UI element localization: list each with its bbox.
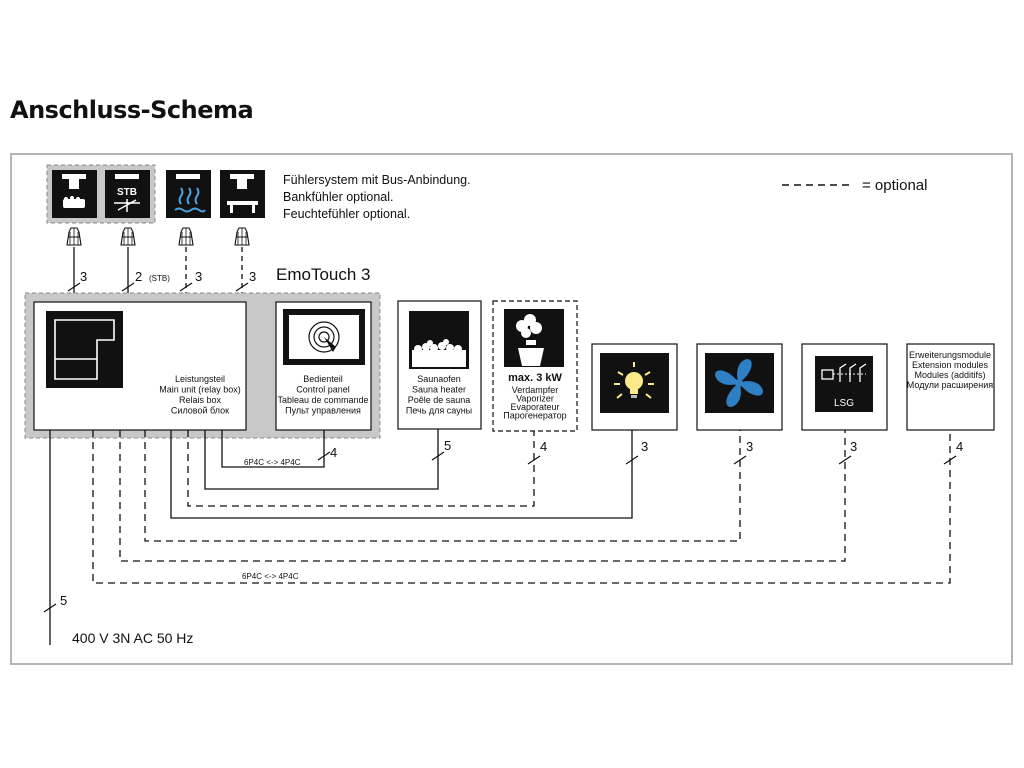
fan-icon <box>705 353 774 413</box>
control-panel-label-1: Bedienteil <box>303 374 343 384</box>
stb-suffix: (STB) <box>149 274 170 283</box>
cables <box>49 429 951 645</box>
sensor-plug-1 <box>66 227 82 246</box>
extension-adapter-label: 6P4C <-> 4P4C <box>242 572 299 581</box>
light-bulb-icon <box>600 353 669 413</box>
cable-heater <box>204 429 439 490</box>
control-panel-label-3: Tableau de commande <box>277 395 368 405</box>
main-unit-label-4: Силовой блок <box>171 406 229 416</box>
control-panel-label-2: Control panel <box>296 385 350 395</box>
sensor-plug-2 <box>120 227 136 246</box>
sensor-plug-3 <box>178 227 194 246</box>
wire-count-lsg: 3 <box>850 439 857 454</box>
wire-count-control-panel: 4 <box>330 445 337 460</box>
legend-label: = optional <box>862 177 927 194</box>
main-unit-label-2: Main unit (relay box) <box>159 385 241 395</box>
wire-count-light: 3 <box>641 439 648 454</box>
wire-count-vaporizer: 4 <box>540 439 547 454</box>
extension-label-4: Модули расширения <box>907 380 994 390</box>
extension-label-1: Erweiterungsmodule <box>909 350 991 360</box>
extension-module-box <box>906 343 995 431</box>
wire-count-power: 5 <box>60 593 67 608</box>
humidity-sensor-icon <box>166 170 211 218</box>
main-unit-label-1: Leistungsteil <box>175 374 225 384</box>
sensor-note-line2: Bankfühler optional. <box>283 190 394 204</box>
stb-sensor-icon: STB <box>105 170 150 218</box>
lsg-label: LSG <box>834 398 854 409</box>
cable-lsg <box>119 430 846 562</box>
diagram-frame <box>10 153 1013 665</box>
control-panel-label-4: Пульт управления <box>285 406 361 416</box>
cable-vaporizer <box>187 430 535 507</box>
vaporizer-label-4: Парогенератор <box>503 411 566 421</box>
stb-label: STB <box>117 187 137 198</box>
sensor-plug-4 <box>234 227 250 246</box>
cable-extension <box>92 430 951 584</box>
vaporizer-power: max. 3 kW <box>508 372 562 384</box>
panel-adapter-label: 6P4C <-> 4P4C <box>244 458 301 467</box>
relay-switch-icon <box>815 356 873 412</box>
sauna-heater-label-4: Печь для сауны <box>406 406 472 416</box>
power-supply-label: 400 V 3N AC 50 Hz <box>72 630 193 646</box>
cable-fan <box>144 430 741 542</box>
temperature-sensor-icon <box>52 170 97 218</box>
extension-label-3: Modules (additifs) <box>914 370 985 380</box>
extension-label-2: Extension modules <box>912 360 989 370</box>
main-unit-label-3: Relais box <box>179 395 222 405</box>
sensor-wire-count-4: 3 <box>249 269 256 284</box>
sensor-wire-count-3: 3 <box>195 269 202 284</box>
cable-control-panel <box>221 430 325 468</box>
sensor-note-line1: Fühlersystem mit Bus-Anbindung. <box>283 173 471 187</box>
wire-count-extension: 4 <box>956 439 963 454</box>
wire-count-heater: 5 <box>444 438 451 453</box>
page-title: Anschluss-Schema <box>10 96 254 124</box>
vaporizer-label-1: Verdampfer <box>512 385 559 395</box>
bench-sensor-icon <box>220 170 265 218</box>
cable-light <box>170 430 633 519</box>
vaporizer-label-2: Vaporizer <box>516 394 554 404</box>
sauna-heater-label-2: Sauna heater <box>412 385 466 395</box>
sauna-heater-label-3: Poêle de sauna <box>408 395 471 405</box>
touch-panel-icon <box>283 309 365 365</box>
wire-count-fan: 3 <box>746 439 753 454</box>
relay-box-icon <box>46 311 123 388</box>
controller-name: EmoTouch 3 <box>276 265 371 284</box>
sensor-note-line3: Feuchtefühler optional. <box>283 207 410 221</box>
sauna-heater-icon <box>409 311 469 369</box>
sensor-wire-count-1: 3 <box>80 269 87 284</box>
vaporizer-icon <box>504 309 564 367</box>
wire-ticks <box>43 451 957 613</box>
vaporizer-label-3: Evaporateur <box>510 402 559 412</box>
sauna-heater-label-1: Saunaofen <box>417 374 461 384</box>
sensor-wire-count-2: 2 <box>135 269 142 284</box>
sensor-plugs <box>66 227 250 246</box>
